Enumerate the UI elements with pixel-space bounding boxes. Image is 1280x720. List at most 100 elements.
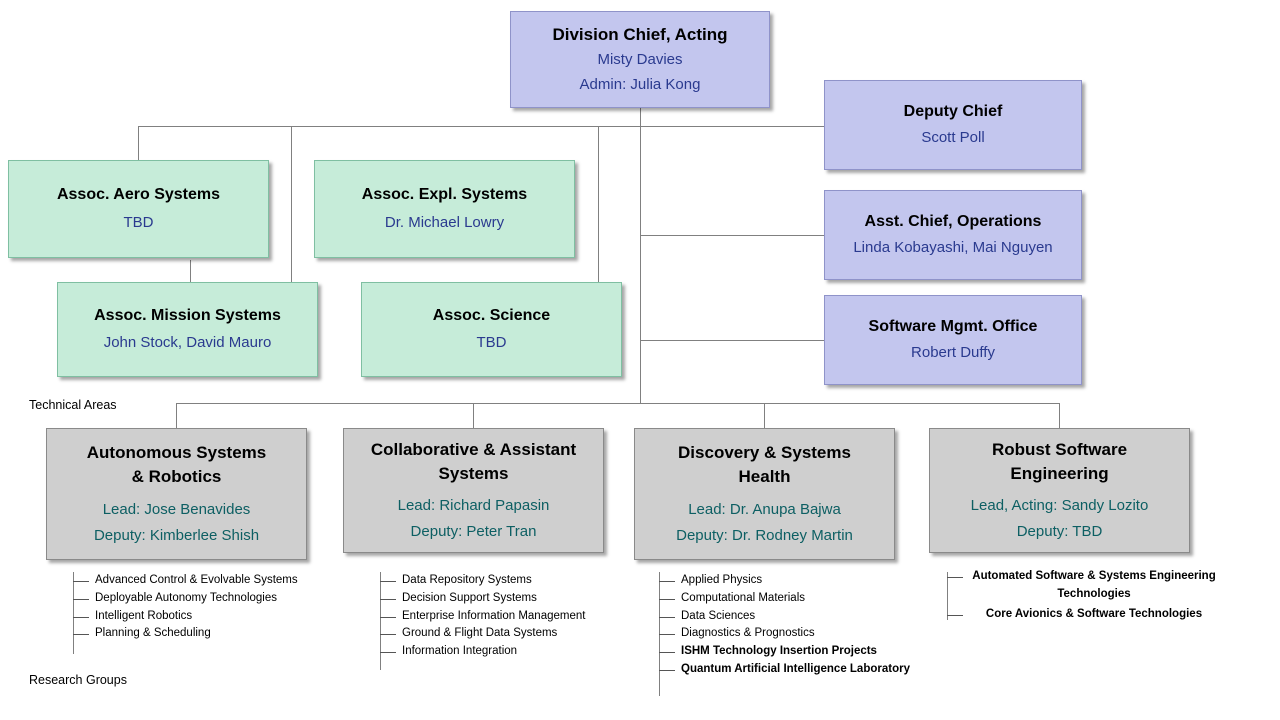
box-assoc-aero-systems[interactable]: Assoc. Aero Systems TBD xyxy=(8,160,269,258)
box-ta-robust-software-engineering[interactable]: Robust Software Engineering Lead, Acting… xyxy=(929,428,1190,553)
ta1-lead: Lead: Jose Benavides xyxy=(102,500,251,518)
list-item: Information Integration xyxy=(380,643,585,661)
ta2-title-line2: Systems xyxy=(438,463,509,483)
assoc-mission-name: John Stock, David Mauro xyxy=(103,334,272,352)
assoc-expl-name: Dr. Michael Lowry xyxy=(384,213,505,231)
ta1-title-line1: Autonomous Systems xyxy=(86,443,267,463)
list-item: Intelligent Robotics xyxy=(73,608,298,626)
box-software-mgmt-office[interactable]: Software Mgmt. Office Robert Duffy xyxy=(824,295,1082,385)
research-groups-ta1: Advanced Control & Evolvable Systems Dep… xyxy=(73,572,298,643)
connector-software-office xyxy=(640,340,824,341)
connector-spine-main xyxy=(640,108,641,403)
connector-assoc-mission-v xyxy=(291,126,292,282)
list-item: Applied Physics xyxy=(659,572,910,590)
ta1-deputy: Deputy: Kimberlee Shish xyxy=(93,526,260,544)
list-item: Data Sciences xyxy=(659,608,910,626)
division-chief-name: Misty Davies xyxy=(597,51,683,69)
software-office-title: Software Mgmt. Office xyxy=(868,317,1038,335)
connector-assoc-aero xyxy=(138,126,139,160)
bullet-dash-icon xyxy=(73,598,89,600)
bullet-dash-icon xyxy=(659,652,675,654)
connector-rg-rail-1 xyxy=(73,572,74,654)
bullet-dash-icon xyxy=(380,598,396,600)
list-item: Computational Materials xyxy=(659,590,910,608)
box-asst-chief-operations[interactable]: Asst. Chief, Operations Linda Kobayashi,… xyxy=(824,190,1082,280)
bullet-dash-icon xyxy=(659,616,675,618)
connector-ta-4 xyxy=(1059,403,1060,428)
research-groups-ta4: Automated Software & Systems Engineering… xyxy=(947,568,1227,623)
assoc-aero-title: Assoc. Aero Systems xyxy=(56,186,221,204)
connector-rg-rail-2 xyxy=(380,572,381,670)
assoc-science-name: TBD xyxy=(476,334,507,352)
box-deputy-chief[interactable]: Deputy Chief Scott Poll xyxy=(824,80,1082,170)
deputy-chief-title: Deputy Chief xyxy=(903,102,1003,120)
bullet-dash-icon xyxy=(380,634,396,636)
label-research-groups: Research Groups xyxy=(29,673,127,687)
connector-ta-3 xyxy=(764,403,765,428)
label-technical-areas: Technical Areas xyxy=(29,398,117,412)
bullet-dash-icon xyxy=(659,670,675,672)
list-item: Automated Software & Systems Engineering… xyxy=(947,568,1227,604)
list-item: Quantum Artificial Intelligence Laborato… xyxy=(659,661,910,679)
list-item: Data Repository Systems xyxy=(380,572,585,590)
division-chief-admin: Admin: Julia Kong xyxy=(579,76,701,94)
connector-assoc-mission-drop xyxy=(190,260,191,282)
bullet-dash-icon xyxy=(659,581,675,582)
asst-chief-title: Asst. Chief, Operations xyxy=(864,212,1042,230)
ta1-title-line2: & Robotics xyxy=(131,467,222,486)
list-item: Diagnostics & Prognostics xyxy=(659,625,910,643)
connector-rg-rail-3 xyxy=(659,572,660,696)
research-groups-ta2: Data Repository Systems Decision Support… xyxy=(380,572,585,661)
bullet-dash-icon xyxy=(947,614,963,616)
bullet-dash-icon xyxy=(659,598,675,600)
ta4-deputy: Deputy: TBD xyxy=(1016,523,1103,541)
box-ta-discovery-systems-health[interactable]: Discovery & Systems Health Lead: Dr. Anu… xyxy=(634,428,895,560)
connector-deputy-chief xyxy=(640,126,824,127)
bullet-dash-icon xyxy=(659,634,675,636)
bullet-dash-icon xyxy=(380,581,396,582)
list-item: Deployable Autonomy Technologies xyxy=(73,590,298,608)
box-assoc-expl-systems[interactable]: Assoc. Expl. Systems Dr. Michael Lowry xyxy=(314,160,575,258)
ta4-title-line1: Robust Software xyxy=(991,439,1128,459)
box-assoc-science[interactable]: Assoc. Science TBD xyxy=(361,282,622,377)
software-office-name: Robert Duffy xyxy=(911,344,995,362)
ta2-deputy: Deputy: Peter Tran xyxy=(410,523,537,541)
ta4-lead: Lead, Acting: Sandy Lozito xyxy=(970,497,1149,515)
connector-asst-chief xyxy=(640,235,824,236)
assoc-science-title: Assoc. Science xyxy=(432,306,551,324)
bullet-dash-icon xyxy=(947,577,963,578)
list-item: Core Avionics & Software Technologies xyxy=(947,606,1227,624)
list-item: Ground & Flight Data Systems xyxy=(380,625,585,643)
bullet-dash-icon xyxy=(73,634,89,636)
assoc-expl-title: Assoc. Expl. Systems xyxy=(361,186,528,204)
connector-ta-bar xyxy=(176,403,1060,404)
box-assoc-mission-systems[interactable]: Assoc. Mission Systems John Stock, David… xyxy=(57,282,318,377)
ta3-deputy: Deputy: Dr. Rodney Martin xyxy=(676,526,853,544)
box-ta-autonomous-systems-robotics[interactable]: Autonomous Systems & Robotics Lead: Jose… xyxy=(46,428,307,560)
box-division-chief[interactable]: Division Chief, Acting Misty Davies Admi… xyxy=(510,11,770,108)
list-item: Decision Support Systems xyxy=(380,590,585,608)
bullet-dash-icon xyxy=(380,616,396,618)
connector-rg-rail-4 xyxy=(947,572,948,620)
connector-assoc-bar xyxy=(138,126,640,127)
list-item: Planning & Scheduling xyxy=(73,625,298,643)
bullet-dash-icon xyxy=(73,616,89,618)
list-item: ISHM Technology Insertion Projects xyxy=(659,643,910,661)
asst-chief-name: Linda Kobayashi, Mai Nguyen xyxy=(853,239,1053,257)
ta2-lead: Lead: Richard Papasin xyxy=(397,497,550,515)
list-item: Advanced Control & Evolvable Systems xyxy=(73,572,298,590)
assoc-aero-name: TBD xyxy=(123,213,154,231)
list-item: Enterprise Information Management xyxy=(380,608,585,626)
deputy-chief-name: Scott Poll xyxy=(921,129,985,147)
connector-assoc-science-v xyxy=(598,126,599,282)
connector-ta-1 xyxy=(176,403,177,428)
bullet-dash-icon xyxy=(380,652,396,654)
division-chief-title: Division Chief, Acting xyxy=(552,24,728,44)
box-ta-collaborative-assistant-systems[interactable]: Collaborative & Assistant Systems Lead: … xyxy=(343,428,604,553)
connector-ta-2 xyxy=(473,403,474,428)
ta4-title-line2: Engineering xyxy=(1010,463,1109,483)
bullet-dash-icon xyxy=(73,581,89,582)
ta3-title-line1: Discovery & Systems xyxy=(678,443,851,463)
ta3-lead: Lead: Dr. Anupa Bajwa xyxy=(688,500,841,518)
